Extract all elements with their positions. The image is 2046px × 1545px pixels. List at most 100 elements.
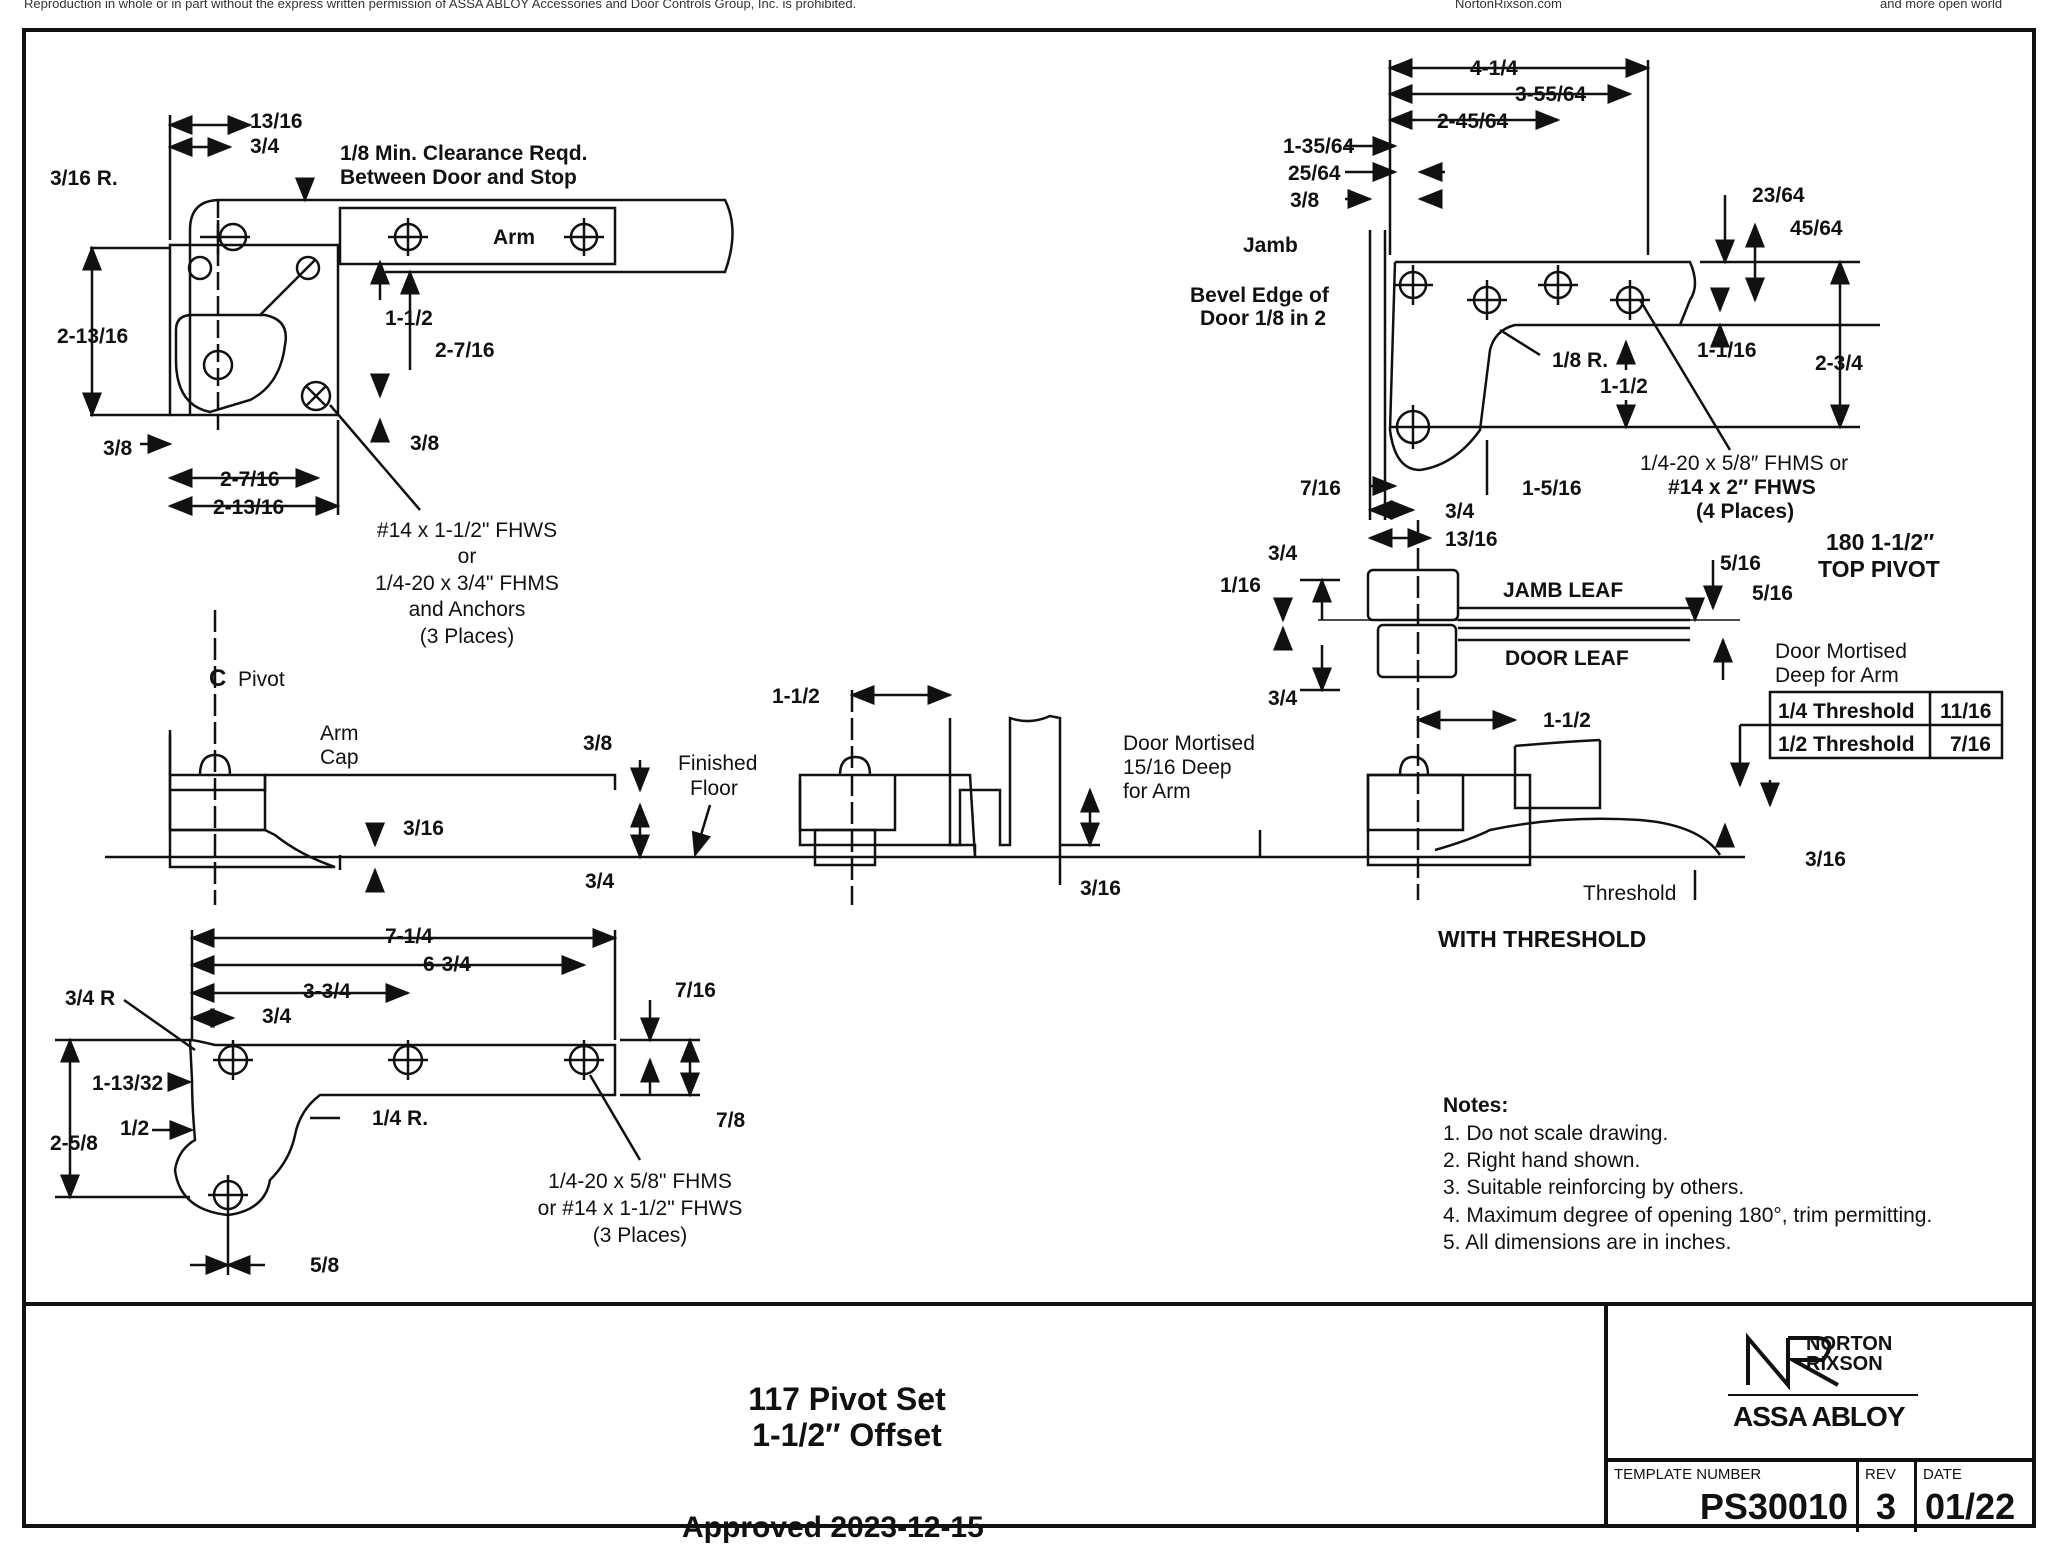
rev-value: 3: [1876, 1486, 1897, 1527]
threshold-row2-label: 1/2 Threshold: [1778, 733, 1915, 756]
drawing-title: 117 Pivot Set 1-1/2″ Offset: [622, 1381, 1072, 1453]
clearance-line2: Between Door and Stop: [340, 166, 577, 189]
note-4: 4. Maximum degree of opening 180°, trim …: [1443, 1204, 1932, 1227]
door-leaf-label: DOOR LEAF: [1505, 647, 1629, 670]
dim-3-4-pivot: 3/4: [1445, 500, 1475, 523]
dim-3-8: 3/8: [1290, 189, 1320, 212]
tagline: and more open world: [1880, 0, 2003, 11]
template-info-row: TEMPLATE NUMBER PS30010 REV 3 DATE 01/22: [1604, 1458, 2036, 1532]
floor-dim-1-1-2-a: 1-1/2: [772, 685, 820, 708]
leaf-dim-3-4-top: 3/4: [1268, 542, 1298, 565]
dim-6-3-4: 6-3/4: [423, 953, 471, 976]
brand-divider: [1728, 1394, 1918, 1396]
clearance-line1: 1/8 Min. Clearance Reqd.: [340, 142, 587, 165]
dim-1-2: 1/2: [120, 1117, 149, 1140]
drawing-frame: [22, 28, 2036, 1528]
dim-3-4-bottom: 3/4: [262, 1005, 292, 1028]
template-number: PS30010: [1699, 1486, 1848, 1527]
dim-1-1-16: 1-1/16: [1697, 339, 1757, 362]
arm-cap-line2: Cap: [320, 746, 359, 769]
dim-2-7-16: 2-7/16: [435, 339, 495, 362]
bottom-fastener-line3: (3 Places): [593, 1224, 688, 1247]
date-cell: DATE 01/22: [1914, 1462, 2036, 1532]
brand-line2: RIXSON: [1806, 1353, 1883, 1375]
template-number-cell: TEMPLATE NUMBER PS30010: [1608, 1462, 1856, 1532]
dim-5-8: 5/8: [310, 1254, 340, 1277]
header-bar: Reproduction in whole or in part without…: [0, 0, 2046, 14]
website-link[interactable]: NortonRixson.com: [1455, 0, 1562, 11]
dim-2-45-64: 2-45/64: [1437, 110, 1509, 133]
dim-1-1-2: 1-1/2: [385, 307, 433, 330]
bottom-fastener-line1: 1/4-20 x 5/8" FHMS: [548, 1170, 732, 1193]
dim-2-13-16-bottom: 2-13/16: [213, 496, 284, 519]
date-caption: DATE: [1923, 1466, 1962, 1483]
dim-7-1-4: 7-1/4: [385, 925, 433, 948]
top-arm-labels: 13/16 3/4 3/16 R. 2-13/16 1-1/2 2-7/16 3…: [50, 110, 587, 648]
fastener-line5: (3 Places): [420, 625, 515, 648]
copyright-notice: Reproduction in whole or in part without…: [24, 0, 857, 11]
threshold-row1-label: 1/4 Threshold: [1778, 700, 1915, 723]
floor-dim-3-16: 3/16: [403, 817, 444, 840]
threshold-row1-value: 11/16: [1940, 700, 1991, 723]
leaf-dim-5-16-b: 5/16: [1752, 582, 1793, 605]
dim-1-13-32: 1-13/32: [92, 1072, 163, 1095]
logo-cell: NORTON RIXSON ASSA ABLOY: [1604, 1306, 2036, 1458]
fastener-line3: 1/4-20 x 3/4" FHMS: [375, 572, 559, 595]
arm-cap-line1: Arm: [320, 722, 359, 745]
brand-line1: NORTON: [1806, 1333, 1893, 1355]
threshold-label: Threshold: [1583, 882, 1676, 905]
floor-dim-3-16-b: 3/16: [1080, 877, 1121, 900]
bottom-arm-labels: 7-1/4 6-3/4 3-3/4 3/4 3/4 R 7/16 1-13/32…: [50, 925, 746, 1277]
mortise-title2: Deep for Arm: [1775, 664, 1899, 687]
with-threshold-title: WITH THRESHOLD: [1438, 926, 1646, 952]
dim-2-7-16-bottom: 2-7/16: [220, 468, 280, 491]
rev-cell: REV 3: [1856, 1462, 1914, 1532]
dim-25-64: 25/64: [1288, 162, 1341, 185]
leaf-section-drawing: [1273, 520, 1740, 900]
floor-dim-3-8: 3/8: [583, 732, 613, 755]
dim-3-4: 3/4: [250, 135, 280, 158]
parent-brand: ASSA ABLOY: [1733, 1401, 1905, 1432]
dim-4-1-4: 4-1/4: [1470, 57, 1518, 80]
top-pivot-drawing: [1345, 58, 1880, 548]
dim-1-5-16: 1-5/16: [1522, 477, 1582, 500]
floor-dim-3-4: 3/4: [585, 870, 615, 893]
leaf-labels: 3/4 1/16 3/4 JAMB LEAF DOOR LEAF 5/16 5/…: [1220, 542, 1793, 710]
dim-3-8-b: 3/8: [103, 437, 133, 460]
dim-7-16: 7/16: [1300, 477, 1341, 500]
floor-section-labels: C Pivot Arm Cap 3/8 3/16 3/4 1-1/2 3/16 …: [209, 665, 1846, 952]
dim-3-8-a: 3/8: [410, 432, 440, 455]
title-line1: 117 Pivot Set: [748, 1381, 946, 1417]
dim-7-8: 7/8: [716, 1109, 746, 1132]
floor-section-drawing: [105, 610, 1780, 905]
dim-13-16-pivot: 13/16: [1445, 528, 1498, 551]
mortise-table: Door Mortised Deep for Arm 1/4 Threshold…: [1775, 640, 1991, 756]
dim-3-16-r: 3/16 R.: [50, 167, 118, 190]
bottom-fastener-line2: or #14 x 1-1/2" FHWS: [538, 1197, 743, 1220]
dim-23-64: 23/64: [1752, 184, 1805, 207]
bevel-line1: Bevel Edge of: [1190, 284, 1330, 307]
pivot-label: Pivot: [238, 668, 285, 691]
arm-label: Arm: [493, 226, 535, 249]
mortise-note-line2: 15/16 Deep: [1123, 756, 1232, 779]
dim-3-55-64: 3-55/64: [1515, 83, 1587, 106]
mortise-note-line3: for Arm: [1123, 780, 1191, 803]
top-arm-drawing: [82, 115, 734, 516]
note-3: 3. Suitable reinforcing by others.: [1443, 1176, 1744, 1199]
dim-3-3-4: 3-3/4: [303, 980, 351, 1003]
pivot-fastener-line3: (4 Places): [1696, 500, 1794, 523]
dim-7-16-bottom: 7/16: [675, 979, 716, 1002]
bevel-line2: Door 1/8 in 2: [1200, 307, 1326, 330]
leaf-dim-1-16: 1/16: [1220, 574, 1261, 597]
threshold-row2-value: 7/16: [1950, 733, 1991, 756]
radius-1-8: 1/8 R.: [1552, 349, 1608, 372]
fastener-line4: and Anchors: [409, 598, 526, 621]
dim-2-3-4: 2-3/4: [1815, 352, 1863, 375]
dim-1-1-2-pivot: 1-1/2: [1600, 375, 1648, 398]
note-1: 1. Do not scale drawing.: [1443, 1122, 1668, 1145]
leaf-dim-3-4-bottom: 3/4: [1268, 687, 1298, 710]
template-number-caption: TEMPLATE NUMBER: [1614, 1466, 1762, 1483]
brand-name: NORTON RIXSON: [1806, 1334, 1892, 1374]
jamb-leaf-label: JAMB LEAF: [1503, 579, 1623, 602]
